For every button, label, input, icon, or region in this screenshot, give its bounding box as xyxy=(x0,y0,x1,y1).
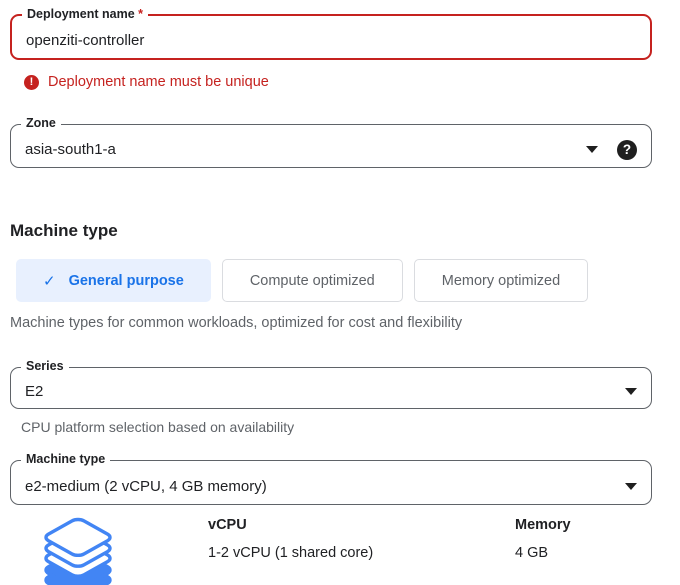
spec-memory-column: Memory 4 GB xyxy=(515,517,571,561)
machine-layers-icon xyxy=(36,509,120,585)
tab-general-purpose[interactable]: ✓ General purpose xyxy=(16,259,211,302)
check-icon: ✓ xyxy=(43,272,56,290)
machine-type-heading: Machine type xyxy=(10,221,118,240)
machine-type-label: Machine type xyxy=(21,452,111,467)
machine-family-tabs: ✓ General purpose Compute optimized Memo… xyxy=(16,259,680,302)
zone-select[interactable]: Zone asia-south1-a ? xyxy=(10,116,652,168)
tab-memory-optimized[interactable]: Memory optimized xyxy=(413,259,589,302)
tab-compute-optimized[interactable]: Compute optimized xyxy=(221,259,403,302)
tab-label: General purpose xyxy=(68,272,184,289)
chevron-down-icon[interactable] xyxy=(625,388,637,395)
zone-value: asia-south1-a xyxy=(25,141,116,158)
chevron-down-icon[interactable] xyxy=(625,482,637,490)
machine-type-select[interactable]: Machine type e2-medium (2 vCPU, 4 GB mem… xyxy=(10,452,652,505)
help-icon[interactable]: ? xyxy=(617,139,637,160)
tab-label: Compute optimized xyxy=(249,272,375,289)
machine-spec-summary: vCPU 1-2 vCPU (1 shared core) Memory 4 G… xyxy=(0,508,680,585)
spec-vcpu-value: 1-2 vCPU (1 shared core) xyxy=(208,545,374,561)
spec-memory-header: Memory xyxy=(515,517,571,533)
machine-type-value: e2-medium (2 vCPU, 4 GB memory) xyxy=(25,477,267,495)
series-label: Series xyxy=(21,359,69,374)
error-message: Deployment name must be unique xyxy=(48,74,269,90)
deployment-name-label: Deployment name * xyxy=(22,7,149,22)
spec-vcpu-header: vCPU xyxy=(208,517,247,533)
deployment-name-input[interactable] xyxy=(26,32,636,49)
deployment-name-error: ! Deployment name must be unique xyxy=(24,74,680,90)
deployment-name-field[interactable]: Deployment name * xyxy=(10,7,652,60)
chevron-down-icon[interactable] xyxy=(586,146,598,153)
tab-label: Memory optimized xyxy=(441,272,561,289)
required-asterisk: * xyxy=(138,7,144,21)
zone-label: Zone xyxy=(21,116,61,131)
error-icon: ! xyxy=(24,74,39,90)
series-select[interactable]: Series E2 xyxy=(10,359,652,409)
spec-memory-value: 4 GB xyxy=(515,545,549,561)
spec-vcpu-column: vCPU 1-2 vCPU (1 shared core) xyxy=(208,517,373,561)
series-value: E2 xyxy=(25,383,44,400)
series-helper-text: CPU platform selection based on availabi… xyxy=(21,419,295,435)
machine-family-description: Machine types for common workloads, opti… xyxy=(10,315,463,331)
